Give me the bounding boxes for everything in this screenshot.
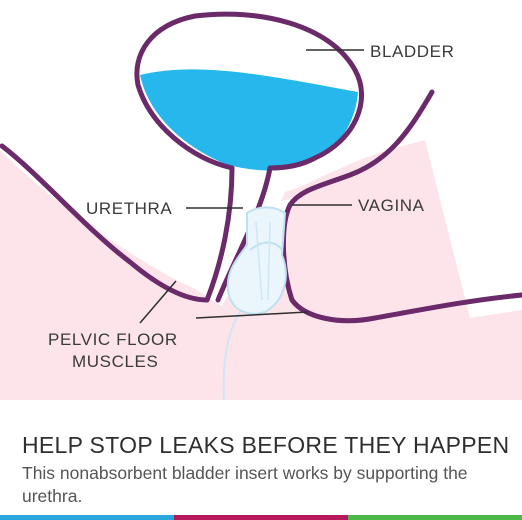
bladder-label: BLADDER [370, 42, 455, 61]
urethra-left-wall [204, 165, 235, 303]
pelvic-floor-leader-right [195, 311, 309, 319]
bladder-outline [134, 11, 365, 171]
pelvic-floor-label-line1: PELVIC FLOOR [48, 330, 178, 349]
vagina-label: VAGINA [358, 196, 425, 215]
bladder-insert-icon [222, 206, 287, 401]
caption-text: This nonabsorbent bladder insert works b… [22, 463, 468, 506]
urethra-label: URETHRA [86, 199, 172, 218]
pelvic-floor-leader-left [139, 280, 177, 324]
pelvic-floor-label-line2: MUSCLES [72, 352, 158, 371]
bladder-fluid [140, 69, 358, 171]
pelvic-floor-outline [0, 143, 210, 303]
color-stripe [0, 515, 522, 520]
headline: HELP STOP LEAKS BEFORE THEY HAPPEN [22, 432, 510, 458]
caption-panel [0, 400, 522, 520]
